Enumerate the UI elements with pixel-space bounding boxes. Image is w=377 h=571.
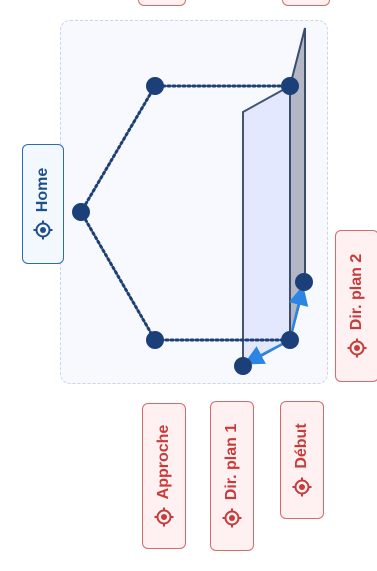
- dir-plan-1-chip[interactable]: Dir. plan 1: [210, 401, 254, 551]
- waypoint-approche[interactable]: [146, 331, 164, 349]
- plane-1-panel: [242, 84, 291, 368]
- target-icon: [222, 508, 242, 528]
- plane-2-back-panel: [289, 27, 306, 341]
- dir-plan-2-label: Dir. plan 2: [348, 253, 365, 331]
- waypoint-dir-plan-1[interactable]: [234, 357, 252, 375]
- waypoint-dir-plan-2[interactable]: [295, 273, 313, 291]
- home-label: Home: [34, 167, 51, 213]
- target-icon: [347, 338, 367, 358]
- debut-label: Début: [293, 423, 310, 469]
- target-icon: [292, 477, 312, 497]
- waypoint-top-left[interactable]: [146, 77, 164, 95]
- waypoint-top-right[interactable]: [281, 77, 299, 95]
- debut-chip[interactable]: Début: [280, 401, 324, 519]
- dir-plan-1-label: Dir. plan 1: [223, 423, 240, 501]
- home-chip[interactable]: Home: [22, 144, 64, 264]
- dir-plan-2-chip[interactable]: Dir. plan 2: [335, 230, 377, 382]
- target-icon: [154, 507, 174, 527]
- waypoint-debut[interactable]: [281, 331, 299, 349]
- approche-label: Approche: [155, 424, 172, 500]
- target-icon: [33, 220, 53, 240]
- waypoint-home[interactable]: [72, 203, 90, 221]
- approche-chip[interactable]: Approche: [142, 403, 186, 549]
